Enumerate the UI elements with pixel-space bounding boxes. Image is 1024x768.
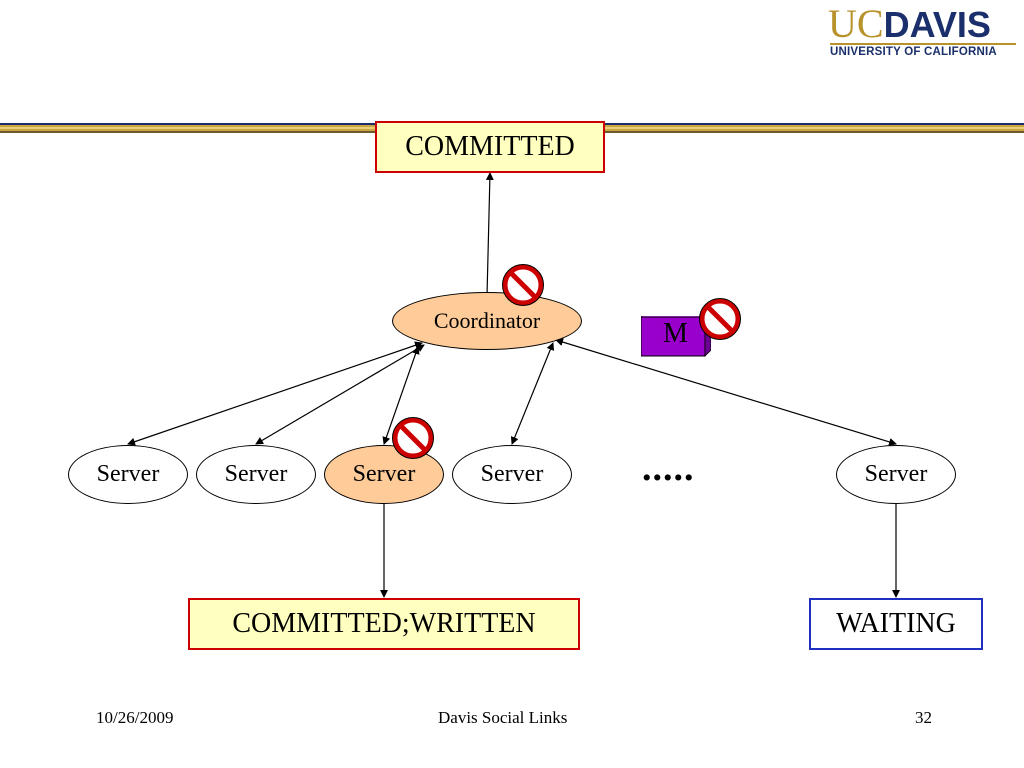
footer-page-number: 32 — [915, 708, 932, 727]
footer-title: Davis Social Links — [438, 708, 568, 727]
footer-date: 10/26/2009 — [96, 708, 174, 727]
arrow-coordinator-committed — [485, 172, 494, 297]
arrow-coordinator-server-5 — [555, 338, 897, 446]
logo-uc-text: UC — [828, 1, 884, 46]
logo-davis-text: DAVIS — [883, 4, 991, 45]
waiting-box: WAITING — [809, 598, 983, 650]
prohibited-icon — [502, 264, 544, 306]
logo-subtitle: UNIVERSITY OF CALIFORNIA — [830, 46, 997, 58]
prohibited-icon — [699, 298, 741, 340]
logo-rule — [830, 43, 1016, 45]
server-node-4: Server — [452, 445, 572, 504]
server-node-2: Server — [196, 445, 316, 504]
message-label: M — [663, 318, 688, 349]
committed-written-box: COMMITTED;WRITTEN — [188, 598, 580, 650]
arrow-coordinator-server-4 — [510, 342, 555, 445]
arrow-coordinator-server-1 — [127, 341, 423, 446]
coordinator-node: Coordinator — [392, 292, 582, 350]
arrow-coordinator-server-3 — [382, 346, 420, 445]
more-servers-ellipsis: ..... — [642, 447, 695, 489]
prohibited-icon — [392, 417, 434, 459]
server-node-1: Server — [68, 445, 188, 504]
uc-davis-logo: UCDAVIS — [828, 1, 1018, 46]
committed-box: COMMITTED — [375, 121, 605, 173]
server-node-5: Server — [836, 445, 956, 504]
